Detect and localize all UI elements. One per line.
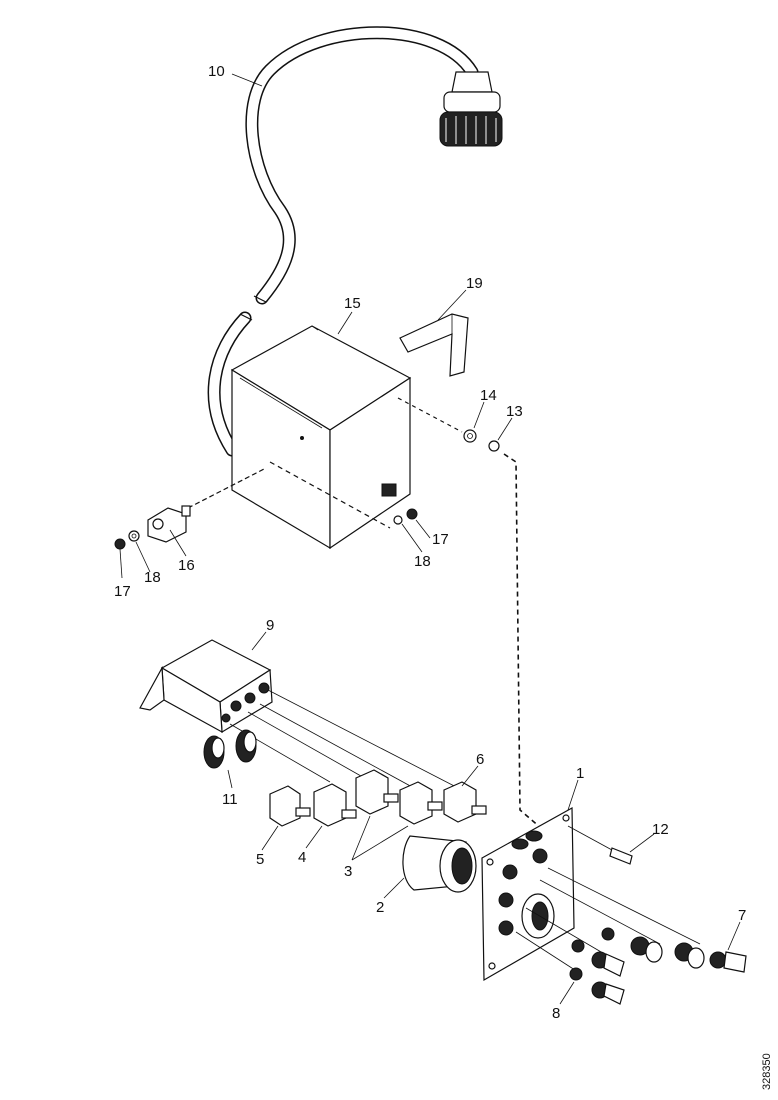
faceplate bbox=[481, 806, 575, 982]
callout-2: 2 bbox=[376, 899, 384, 916]
callout-11: 11 bbox=[222, 791, 238, 808]
washer-18-left bbox=[128, 530, 140, 542]
callout-19: 19 bbox=[466, 275, 483, 292]
callout-8: 8 bbox=[552, 1005, 560, 1022]
toggle-switch-6 bbox=[443, 781, 487, 823]
callout-17-right: 17 bbox=[432, 531, 449, 548]
callout-18-left: 18 bbox=[144, 569, 161, 586]
callout-labels: 10 19 15 14 13 17 18 16 18 17 9 6 1 11 1… bbox=[114, 63, 746, 1022]
callout-3: 3 bbox=[344, 863, 352, 880]
callout-14: 14 bbox=[480, 387, 497, 404]
enclosure-box bbox=[230, 325, 463, 550]
nut-14 bbox=[463, 429, 477, 443]
side-switch bbox=[147, 467, 267, 543]
callout-1: 1 bbox=[576, 765, 584, 782]
callout-17-left: 17 bbox=[114, 583, 131, 600]
callout-7: 7 bbox=[738, 907, 746, 924]
hex-key bbox=[399, 313, 469, 377]
callout-13: 13 bbox=[506, 403, 523, 420]
fitting-row bbox=[515, 867, 747, 1005]
washer-17-right bbox=[406, 508, 418, 520]
screw-12 bbox=[567, 825, 633, 865]
knob-pair bbox=[203, 729, 257, 769]
round-gauge bbox=[402, 835, 477, 893]
washer-18-right bbox=[393, 515, 403, 525]
callout-6: 6 bbox=[476, 751, 484, 768]
callout-12: 12 bbox=[652, 821, 669, 838]
callout-18-right: 18 bbox=[414, 553, 431, 570]
hose-assembly bbox=[207, 26, 479, 457]
callout-9: 9 bbox=[266, 617, 274, 634]
toggle-switch-5 bbox=[269, 785, 311, 827]
callout-10: 10 bbox=[208, 63, 225, 80]
callout-4: 4 bbox=[298, 849, 306, 866]
callout-5: 5 bbox=[256, 851, 264, 868]
toggle-switch-3a bbox=[355, 769, 399, 815]
assembly-lines bbox=[229, 689, 463, 791]
callout-15: 15 bbox=[344, 295, 361, 312]
mounting-bracket bbox=[139, 639, 273, 734]
figure-reference: 328350 bbox=[761, 1053, 773, 1090]
washer-13 bbox=[488, 440, 500, 452]
callout-16: 16 bbox=[178, 557, 195, 574]
leader-lines bbox=[135, 73, 741, 1005]
toggle-switch-3b bbox=[399, 781, 443, 825]
routing-line bbox=[503, 453, 549, 835]
toggle-switch-4 bbox=[313, 783, 357, 827]
hose-connector bbox=[439, 71, 503, 147]
washer-17-left bbox=[114, 538, 126, 579]
